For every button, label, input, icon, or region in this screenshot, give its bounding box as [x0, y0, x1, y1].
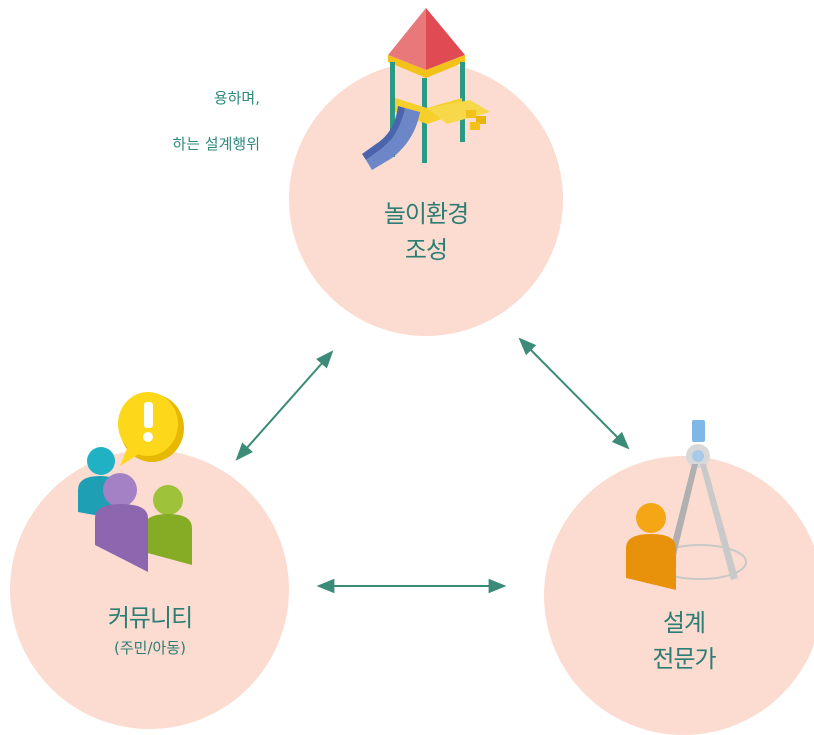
community-circle — [10, 450, 289, 729]
community-label-sub: (주민/아동) — [114, 639, 186, 657]
designer-label-line1: 설계 — [662, 609, 706, 637]
designer-label-line2: 전문가 — [652, 645, 716, 673]
arrow-play-designer — [518, 337, 630, 450]
designer-label: 설계 전문가 — [594, 605, 774, 677]
play-label-line2: 조성 — [404, 236, 448, 264]
community-label-line1: 커뮤니티 — [107, 604, 193, 632]
designer-circle — [544, 456, 814, 735]
play-label-line1: 놀이환경 — [383, 200, 469, 228]
people-exclamation-icon — [78, 392, 192, 572]
play-environment-label: 놀이환경 조성 — [340, 196, 512, 268]
compass-person-icon — [626, 420, 747, 590]
playground-slide-icon — [362, 8, 490, 170]
community-label: 커뮤니티 (주민/아동) — [60, 600, 240, 660]
intro-line-2: 하는 설계행위 — [172, 135, 260, 153]
intro-line-1: 용하며, — [213, 89, 260, 107]
arrow-play-community — [235, 350, 334, 461]
intro-text: 용하며, 하는 설계행위 — [0, 0, 260, 170]
